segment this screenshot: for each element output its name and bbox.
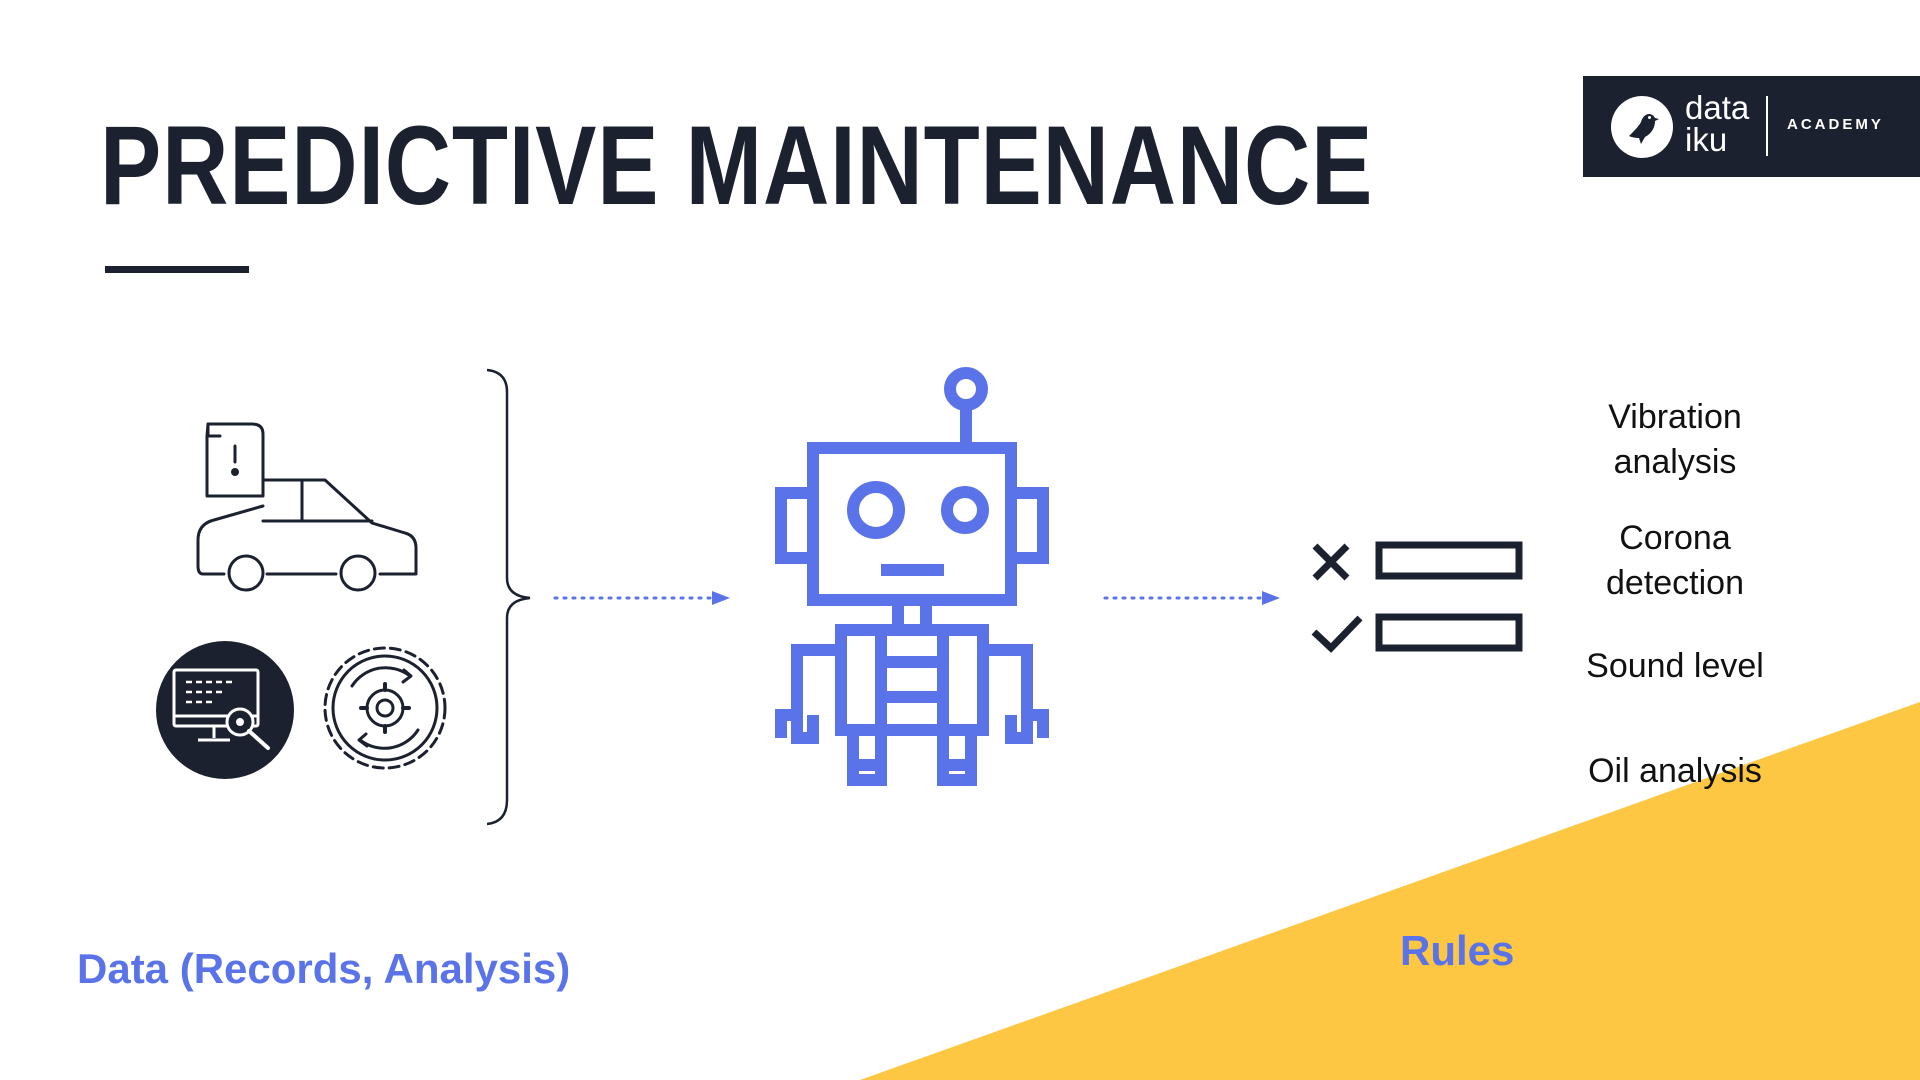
rule-item-oil: Oil analysis [1588,752,1762,790]
dotted-arrow-2 [1103,591,1280,605]
rule-item-sound: Sound level [1586,647,1764,685]
rule-item-corona-line2: detection [1606,564,1744,602]
robot-icon [775,367,1049,786]
cross-icon [1312,543,1350,581]
monitor-debug-icon [156,641,294,779]
logo-divider [1766,96,1768,156]
car-with-alert-document-icon [196,422,418,592]
data-caption: Data (Records, Analysis) [77,945,571,992]
logo-word-line2: iku [1685,121,1728,158]
rule-item-vibration-line1: Vibration [1608,398,1742,436]
rule-item-vibration: Vibration analysis [1555,395,1795,485]
rules-checklist-icon [1311,541,1523,653]
rule-item-corona-line1: Corona [1619,519,1731,557]
page-title: PREDICTIVE MAINTENANCE [100,103,1374,228]
rule-item-vibration-line2: analysis [1613,443,1737,481]
title-underline [105,266,249,273]
check-icon [1311,615,1363,653]
rules-caption: Rules [1400,927,1515,974]
logo-tagline: ACADEMY [1787,116,1884,133]
gear-cycle-icon [323,646,447,770]
bird-logo-icon [1611,96,1673,158]
logo-wordmark: data iku [1685,89,1750,158]
dotted-arrow-1 [553,591,730,605]
curly-brace [486,368,531,826]
dataiku-academy-logo: data iku ACADEMY [1583,76,1920,177]
logo-word-line1: data [1685,89,1750,126]
rule-item-corona: Corona detection [1555,516,1795,606]
